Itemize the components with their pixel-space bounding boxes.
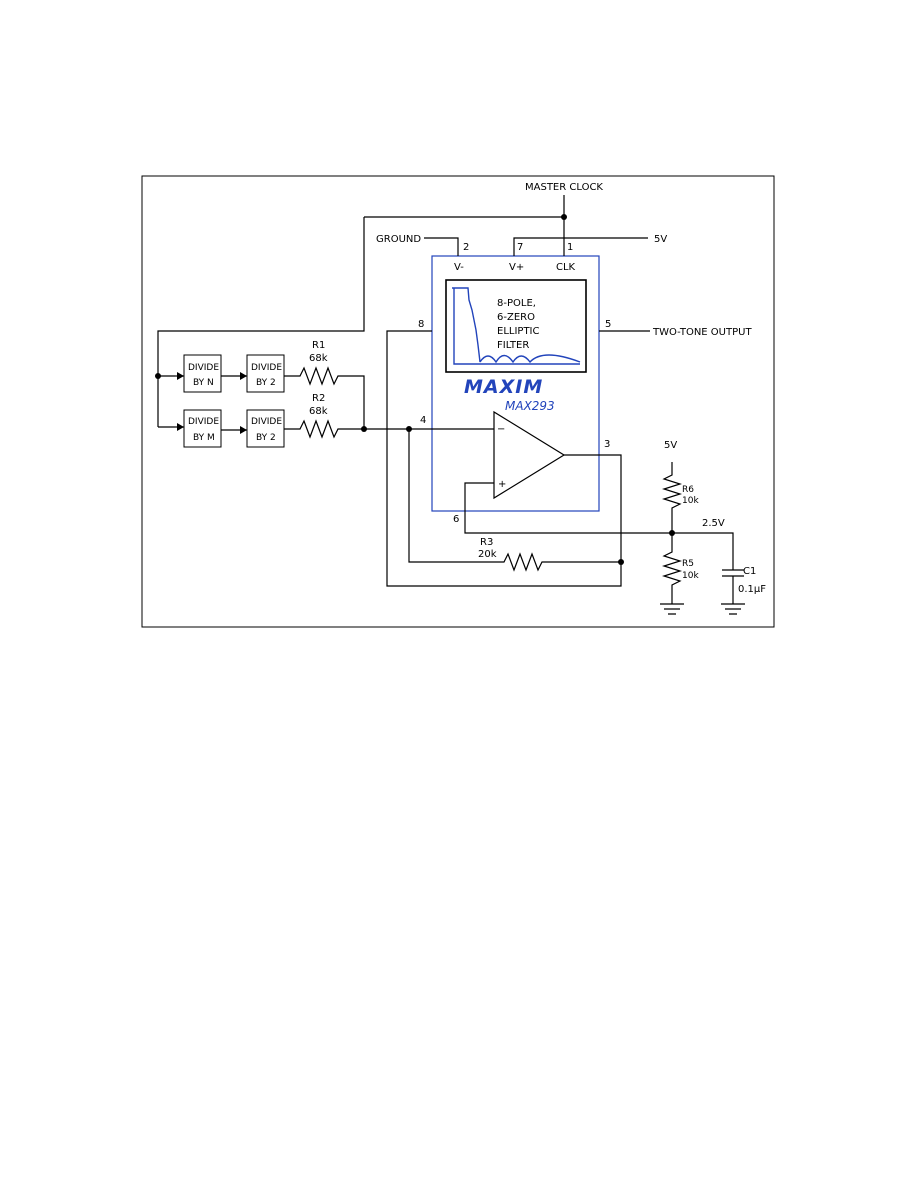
pin7-label: 7 (517, 242, 523, 253)
block-m-bottom-label: BY M (193, 433, 215, 443)
r6-resistor (661, 462, 683, 533)
opamp-output-wire (564, 454, 622, 562)
arrow-head-m-to-2 (240, 426, 247, 434)
part-number-label: MAX293 (505, 399, 555, 413)
c1-value-label: 0.1µF (738, 584, 766, 595)
block-m-top-label: DIVIDE (188, 417, 219, 427)
arrow-head-m (177, 423, 184, 431)
pin4-label: 4 (420, 415, 426, 426)
ground-symbol-c1 (721, 603, 745, 615)
r2-resistor (284, 419, 364, 439)
supply-wire (513, 237, 648, 256)
divider-input-junction-dot (155, 373, 161, 379)
block-2-top-top-label: DIVIDE (251, 363, 282, 373)
supply-5v-label: 5V (654, 234, 667, 245)
pin8-label: 8 (418, 319, 424, 330)
pin3-label: 3 (604, 439, 610, 450)
block-2-bottom-top-label: DIVIDE (251, 417, 282, 427)
ground-symbol-r5 (660, 603, 684, 615)
pin-clk-label: CLK (556, 262, 576, 273)
block-2-top-bottom-label: BY 2 (256, 378, 276, 388)
bias-voltage-label: 2.5V (702, 518, 725, 529)
arrow-head-n (177, 372, 184, 380)
r6-value-label: 10k (682, 496, 699, 506)
two-tone-output-label: TWO-TONE OUTPUT (652, 327, 752, 338)
c1-name-label: C1 (743, 566, 756, 577)
r3-feedback-wire (408, 429, 621, 572)
divide-by-2-block-top (246, 354, 285, 393)
r2-value-label: 68k (309, 406, 328, 417)
maxim-logo: MAXIM (464, 376, 543, 398)
r6-name-label: R6 (682, 485, 694, 495)
max293-chip-outline (431, 255, 600, 512)
r1-value-label: 68k (309, 353, 328, 364)
r5-value-label: 10k (682, 571, 699, 581)
r2-name-label: R2 (312, 393, 325, 404)
filter-line-2: 6-ZERO (497, 312, 535, 323)
arrow-head-n-to-2 (240, 372, 247, 380)
pin8-wire (386, 330, 622, 587)
divide-by-m-block (183, 409, 222, 448)
block-n-top-label: DIVIDE (188, 363, 219, 373)
opamp-plus-sign: + (498, 479, 506, 490)
clock-junction-dot (561, 214, 567, 220)
r1-resistor (284, 366, 365, 429)
block-2-bottom-bottom-label: BY 2 (256, 433, 276, 443)
pin1-label: 1 (567, 242, 573, 253)
c1-capacitor (672, 532, 744, 604)
r5-resistor (661, 533, 683, 604)
divide-by-2-block-bottom (246, 409, 285, 448)
pin2-label: 2 (463, 242, 469, 253)
master-clock-label: MASTER CLOCK (525, 182, 603, 193)
filter-line-3: ELLIPTIC (497, 326, 539, 337)
pin-vminus-label: V- (454, 262, 464, 273)
block-n-bottom-label: BY N (193, 378, 214, 388)
pin5-label: 5 (605, 319, 611, 330)
master-clock-wire (157, 195, 565, 428)
filter-line-4: FILTER (497, 340, 529, 351)
opamp-triangle (493, 410, 566, 500)
ground-label: GROUND (376, 234, 421, 245)
divide-by-n-block (183, 354, 222, 393)
opamp-minus-sign: − (497, 424, 505, 435)
pin-vplus-label: V+ (509, 262, 524, 273)
pin6-label: 6 (453, 514, 459, 525)
filter-response-curve (452, 287, 581, 365)
r6-supply-label: 5V (664, 440, 677, 451)
non-inverting-input-wire (464, 482, 672, 534)
r1-name-label: R1 (312, 340, 325, 351)
r5-name-label: R5 (682, 559, 694, 569)
r3-value-label: 20k (478, 549, 497, 560)
ground-wire (424, 237, 459, 256)
filter-line-1: 8-POLE, (497, 298, 536, 309)
r3-name-label: R3 (480, 537, 493, 548)
